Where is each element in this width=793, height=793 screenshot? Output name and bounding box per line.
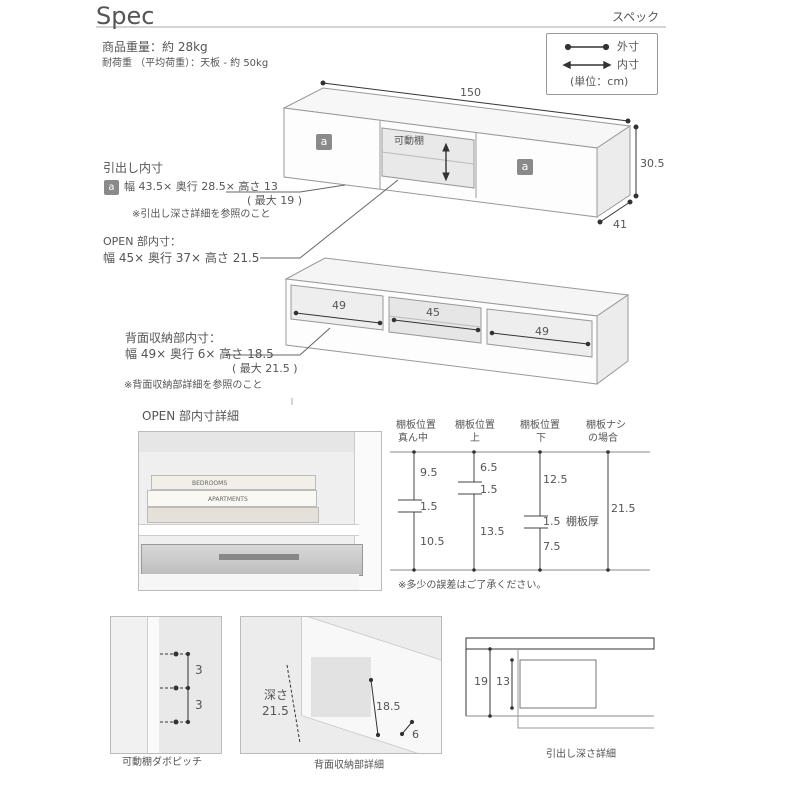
col3-shelf: 1.5	[543, 515, 561, 528]
col2-header-l1: 棚板位置	[455, 420, 495, 431]
dim-width: 150	[460, 86, 481, 99]
drawer-depth-left: 19	[474, 675, 488, 688]
drawer-inner-size: 幅 43.5× 奥行 28.5× 高さ 13	[124, 180, 278, 193]
col2-bottom: 13.5	[480, 525, 505, 538]
col1-bottom: 10.5	[420, 535, 445, 548]
product-weight: 商品重量：約 28kg	[102, 40, 208, 54]
drawer-depth-right: 13	[496, 675, 510, 688]
legend-inner-label: 内寸	[617, 58, 639, 71]
book-2: APARTMENTS	[147, 490, 317, 507]
movable-shelf-label: 可動棚	[394, 136, 424, 147]
drawer-inner-heading: 引出し内寸	[103, 161, 164, 175]
tolerance-note: ※多少の誤差はご了承ください。	[398, 580, 547, 591]
back-detail-depth-label: 深さ	[264, 688, 289, 702]
page-subtitle: スペック	[612, 10, 660, 24]
col1-shelf: 1.5	[420, 500, 438, 513]
col4-header-l2: の場合	[588, 433, 618, 444]
legend-box	[546, 33, 658, 95]
col1-header-l1: 棚板位置	[396, 420, 436, 431]
tv-board-back-drawing	[284, 257, 630, 385]
back-dim-center: 45	[426, 306, 440, 319]
dowel-pitch-photo	[110, 616, 222, 754]
col3-header-l2: 下	[536, 433, 546, 444]
col2-header-l2: 上	[470, 433, 480, 444]
back-detail-depth-value: 21.5	[262, 704, 289, 718]
drawer-depth-drawing	[465, 637, 655, 729]
back-storage-note: ※背面収納部詳細を参照のこと	[124, 380, 263, 391]
drawer-marker-right: a	[517, 159, 533, 175]
load-capacity: 耐荷重 （平均荷重）：天板 - 約 50kg	[102, 58, 269, 69]
back-detail-depth-small: 6	[412, 728, 419, 741]
open-compartment-photo: BEDROOMS APARTMENTS	[138, 431, 382, 591]
back-storage-max: ( 最大 21.5 )	[232, 362, 298, 375]
back-dim-left: 49	[332, 299, 346, 312]
back-storage-heading: 背面収納部内寸：	[125, 331, 222, 345]
drawer-inner-note: ※引出し深さ詳細を参照のこと	[132, 209, 271, 220]
legend-unit: (単位：cm)	[570, 75, 629, 88]
drawer-depth-caption: 引出し深さ詳細	[546, 749, 616, 760]
col1-top: 9.5	[420, 466, 438, 479]
drawer-marker-legend: a	[104, 180, 119, 195]
back-dim-right: 49	[535, 325, 549, 338]
col3-header-l1: 棚板位置	[520, 420, 560, 431]
dim-height: 30.5	[640, 157, 665, 170]
open-inner-size: 幅 45× 奥行 37× 高さ 21.5	[103, 251, 260, 265]
open-inner-heading: OPEN 部内寸：	[103, 235, 181, 248]
dim-depth: 41	[613, 218, 627, 231]
col3-bottom: 7.5	[543, 540, 561, 553]
open-detail-heading: OPEN 部内寸詳細	[142, 409, 240, 423]
drawer-marker-left: a	[316, 134, 332, 150]
col3-top: 12.5	[543, 473, 568, 486]
back-storage-detail-photo	[240, 616, 442, 754]
back-storage-size: 幅 49× 奥行 6× 高さ 18.5	[125, 347, 274, 361]
book-1: BEDROOMS	[151, 475, 316, 490]
col3-shelf-label: 棚板厚	[566, 515, 599, 528]
col1-header-l2: 真ん中	[398, 433, 428, 444]
back-detail-height: 18.5	[376, 700, 401, 713]
legend-outer-label: 外寸	[617, 40, 639, 53]
pitch-caption: 可動棚ダボピッチ	[122, 757, 202, 768]
col2-shelf: 1.5	[480, 483, 498, 496]
pitch-lower: 3	[195, 698, 203, 712]
tv-board-front-drawing	[282, 87, 632, 218]
drawer-inner-max: ( 最大 19 )	[247, 194, 303, 207]
back-detail-caption: 背面収納部詳細	[314, 760, 384, 771]
col4-header-l1: 棚板ナシ	[586, 420, 626, 431]
page-title: Spec	[96, 2, 155, 30]
col4-total: 21.5	[611, 502, 636, 515]
pitch-upper: 3	[195, 663, 203, 677]
col2-top: 6.5	[480, 461, 498, 474]
legend-arrows	[562, 43, 612, 70]
